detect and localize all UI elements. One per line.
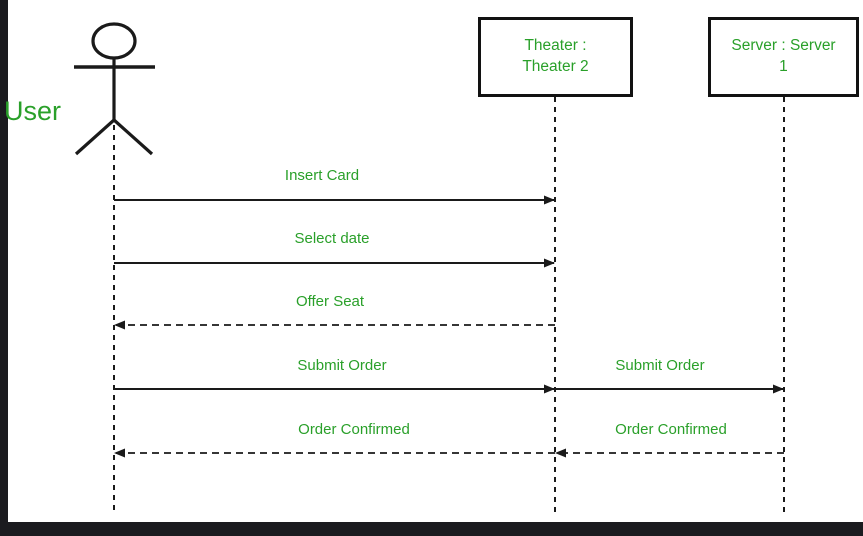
message-label-2: Select date [294, 230, 370, 247]
participant-label-server: Server : Server 1 [731, 37, 836, 75]
participant-box-server[interactable]: Server : Server 1 [708, 17, 859, 97]
message-label-3: Offer Seat [295, 293, 365, 310]
participant-label-theater: Theater : Theater 2 [522, 37, 589, 75]
message-label-5: Submit Order [615, 357, 705, 374]
actor-label-user: User [4, 96, 62, 126]
message-label-6: Order Confirmed [298, 421, 410, 438]
window-bottom-border [0, 522, 863, 536]
message-label-7: Order Confirmed [615, 421, 727, 438]
message-label-1: Insert Card [284, 167, 360, 184]
message-label-4: Submit Order [297, 357, 387, 374]
participant-box-theater[interactable]: Theater : Theater 2 [478, 17, 633, 97]
window-left-border [0, 0, 8, 536]
